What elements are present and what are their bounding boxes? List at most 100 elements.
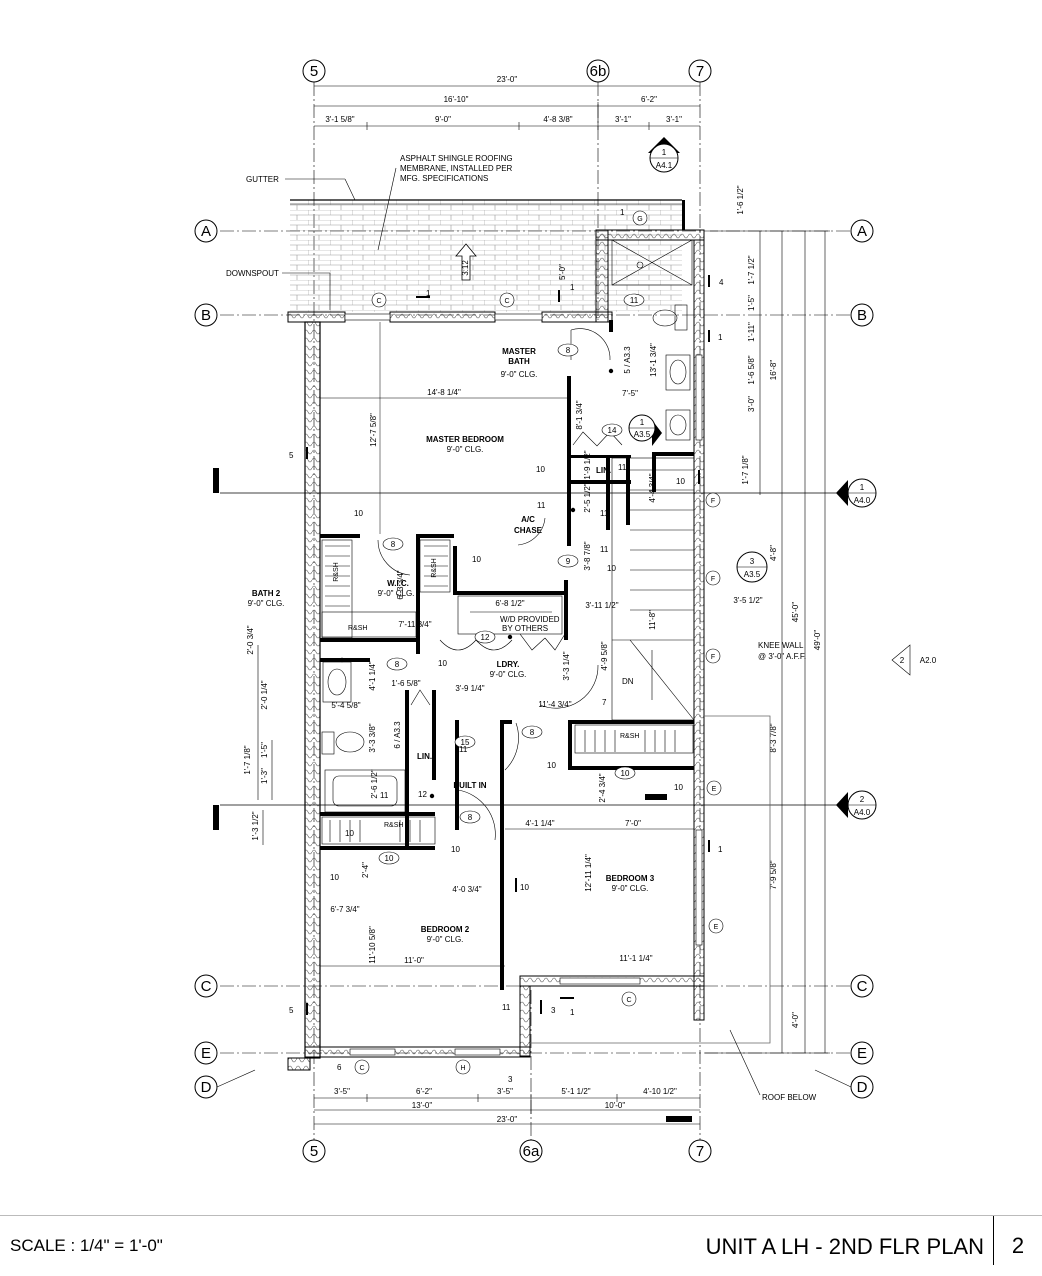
section-marks: 1 A4.1 1 A3.5 1 A4.0 3 A3.5 2 A4.0 2 A2.… [393, 137, 937, 820]
svg-text:13'-1 3/4": 13'-1 3/4" [649, 343, 658, 377]
dim-label: 3'-1 5/8" [325, 115, 354, 124]
svg-text:10: 10 [536, 465, 545, 474]
svg-text:3'-9 1/4": 3'-9 1/4" [455, 684, 484, 693]
svg-text:CHASE: CHASE [514, 526, 543, 535]
svg-text:3'-5": 3'-5" [334, 1087, 350, 1096]
svg-text:LIN.: LIN. [417, 752, 432, 761]
grid-bubbles-left: A B C E D [194, 219, 256, 1099]
stair-label: DN [622, 677, 634, 686]
svg-text:8: 8 [391, 540, 396, 549]
svg-text:4: 4 [719, 278, 724, 287]
svg-text:2'-0 1/4": 2'-0 1/4" [260, 680, 269, 709]
svg-text:14: 14 [608, 426, 617, 435]
svg-text:1'-5": 1'-5" [747, 295, 756, 311]
svg-text:5: 5 [289, 451, 294, 460]
svg-text:4'-1 1/4": 4'-1 1/4" [525, 819, 554, 828]
svg-text:LDRY.: LDRY. [497, 660, 520, 669]
svg-text:23'-0": 23'-0" [497, 1115, 518, 1124]
svg-text:3: 3 [551, 1006, 556, 1015]
section-marker-left [213, 468, 219, 493]
svg-text:4'-8": 4'-8" [769, 545, 778, 561]
svg-text:W.I.C.: W.I.C. [387, 579, 409, 588]
svg-text:5 / A3.3: 5 / A3.3 [623, 346, 632, 374]
plumbing-fixtures [321, 239, 693, 813]
svg-text:10: 10 [451, 845, 460, 854]
svg-text:7'-11 3/4": 7'-11 3/4" [398, 620, 431, 629]
svg-text:11'-0": 11'-0" [404, 956, 424, 965]
dim-label: 3'-1" [615, 115, 631, 124]
svg-text:1'-7 1/8": 1'-7 1/8" [741, 455, 750, 484]
stair [611, 457, 695, 721]
svg-text:C: C [359, 1065, 364, 1072]
svg-text:BATH 2: BATH 2 [252, 589, 281, 598]
section-cut-lines [220, 492, 840, 806]
svg-text:B: B [857, 307, 867, 324]
svg-text:E: E [857, 1045, 867, 1062]
svg-text:6'-3 3/4": 6'-3 3/4" [396, 570, 405, 599]
svg-text:A4.1: A4.1 [656, 161, 673, 170]
svg-text:E: E [712, 786, 717, 793]
svg-text:1: 1 [620, 208, 625, 217]
svg-text:7'-0": 7'-0" [625, 819, 641, 828]
svg-text:DOWNSPOUT: DOWNSPOUT [226, 269, 279, 278]
svg-text:GUTTER: GUTTER [246, 175, 279, 184]
svg-text:3'-3 3/8": 3'-3 3/8" [368, 723, 377, 752]
window-tags: C C C C G H [354, 210, 648, 1075]
svg-text:C: C [376, 298, 381, 305]
svg-text:C: C [504, 298, 509, 305]
svg-text:9'-0" CLG.: 9'-0" CLG. [501, 370, 538, 379]
svg-text:A4.0: A4.0 [854, 808, 871, 817]
grid-label: 7 [696, 1143, 704, 1160]
svg-text:A/C: A/C [521, 515, 535, 524]
top-dimensions [314, 85, 700, 130]
interior-walls [320, 320, 694, 990]
room-labels: MASTER BATH 9'-0" CLG. MASTER BEDROOM 9'… [248, 347, 655, 944]
svg-text:1: 1 [426, 289, 431, 298]
floor-plan-drawing: 5 6b 7 5 6a 7 A B C E D A B C E D [194, 59, 937, 1163]
svg-text:3:12: 3:12 [461, 260, 470, 276]
dim-label: 6'-2" [641, 95, 657, 104]
svg-text:B: B [201, 307, 211, 324]
svg-text:9'-0" CLG.: 9'-0" CLG. [378, 589, 415, 598]
section-marker-left [213, 805, 219, 830]
dim-label: 16'-10" [444, 95, 469, 104]
svg-text:13'-0": 13'-0" [412, 1101, 433, 1110]
grid-label: 7 [696, 63, 704, 80]
svg-text:9'-0" CLG.: 9'-0" CLG. [427, 935, 464, 944]
svg-text:11'-8": 11'-8" [648, 610, 657, 630]
svg-text:2'-4 3/4": 2'-4 3/4" [598, 773, 607, 802]
svg-text:A2.0: A2.0 [920, 656, 937, 665]
svg-text:3'-0": 3'-0" [747, 396, 756, 412]
svg-text:1: 1 [718, 333, 723, 342]
grid-bubbles-top: 5 6b 7 [302, 59, 712, 83]
grid-label: 5 [310, 1143, 318, 1160]
section-marker [666, 1116, 692, 1122]
svg-text:11: 11 [380, 791, 389, 800]
svg-text:16'-8": 16'-8" [769, 360, 778, 381]
svg-text:6'-8 1/2": 6'-8 1/2" [495, 599, 524, 608]
svg-text:BEDROOM 2: BEDROOM 2 [421, 925, 470, 934]
svg-text:4'-0 3/4": 4'-0 3/4" [452, 885, 481, 894]
svg-text:49'-0": 49'-0" [813, 630, 822, 651]
svg-text:6'-2": 6'-2" [416, 1087, 432, 1096]
svg-text:9'-0" CLG.: 9'-0" CLG. [447, 445, 484, 454]
svg-text:2'-0 3/4": 2'-0 3/4" [246, 625, 255, 654]
svg-text:H: H [460, 1065, 465, 1072]
svg-text:9'-0" CLG.: 9'-0" CLG. [248, 599, 285, 608]
svg-text:11: 11 [537, 501, 546, 510]
svg-text:6: 6 [337, 1063, 342, 1072]
left-dimensions [257, 645, 273, 845]
svg-text:7'-5": 7'-5" [622, 389, 638, 398]
dim-label: 23'-0" [497, 75, 518, 84]
svg-text:2'-4": 2'-4" [361, 862, 370, 878]
annotations: ASPHALT SHINGLE ROOFING MEMBRANE, INSTAL… [226, 154, 817, 1102]
svg-text:4'-1 1/4": 4'-1 1/4" [368, 661, 377, 690]
svg-text:10: 10 [354, 509, 363, 518]
svg-text:12'-7 5/8": 12'-7 5/8" [369, 413, 378, 447]
slope-arrow: 3:12 [455, 243, 477, 281]
svg-text:45'-0": 45'-0" [791, 602, 800, 623]
svg-text:10: 10 [674, 783, 683, 792]
svg-text:5'-0": 5'-0" [558, 264, 567, 280]
svg-text:C: C [201, 978, 212, 995]
grid-label: 6a [523, 1143, 540, 1160]
